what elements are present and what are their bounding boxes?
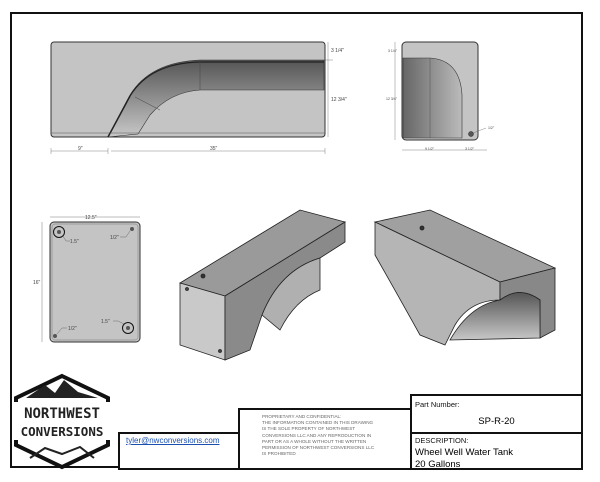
description-box: DESCRIPTION: Wheel Well Water Tank 20 Ga… xyxy=(410,432,583,470)
contact-box: tyler@nwconversions.com xyxy=(118,432,240,470)
isometric-view-right xyxy=(373,209,557,346)
dim-front-main-width: 35" xyxy=(210,146,218,152)
dim-plan-port-tr: 1/2" xyxy=(110,235,119,241)
front-view-dimensions xyxy=(50,42,333,154)
dim-plan-port-br: 1.5" xyxy=(101,319,110,325)
isometric-view-left xyxy=(179,209,347,361)
proprietary-notice: PROPRIETARY AND CONFIDENTIAL: THE INFORM… xyxy=(262,414,375,457)
description-line-1: Wheel Well Water Tank xyxy=(415,447,514,458)
dim-plan-height: 16" xyxy=(33,280,41,286)
dim-plan-port-tl: 1.5" xyxy=(70,239,79,245)
plan-view xyxy=(41,216,141,343)
dim-side-top: 3 1/4" xyxy=(388,49,398,53)
logo-text-line1: NORTHWEST xyxy=(24,406,100,422)
side-view xyxy=(401,41,487,141)
side-view-dimensions xyxy=(394,42,487,151)
dim-plan-port-bl: 1/2" xyxy=(68,326,77,332)
dim-side-left: 9 1/2" xyxy=(425,147,435,151)
front-view xyxy=(50,41,326,138)
description-line-2: 20 Gallons xyxy=(415,459,461,470)
proprietary-box: PROPRIETARY AND CONFIDENTIAL: THE INFORM… xyxy=(238,408,412,470)
email-link[interactable]: tyler@nwconversions.com xyxy=(126,436,220,445)
dim-side-main: 12 3/4" xyxy=(386,97,398,101)
dim-front-main: 12 3/4" xyxy=(331,97,347,103)
part-number-value: SP-R-20 xyxy=(478,416,515,427)
dim-plan-width: 12.5" xyxy=(85,215,97,221)
logo-text-line2: CONVERSIONS xyxy=(21,424,104,439)
company-logo: NORTHWEST CONVERSIONS xyxy=(12,373,112,470)
dim-side-right: 3 1/2" xyxy=(465,147,475,151)
dim-front-top: 3 1/4" xyxy=(331,48,344,54)
description-label: DESCRIPTION: xyxy=(415,436,469,445)
part-number-box: Part Number: SP-R-20 xyxy=(410,394,583,434)
part-number-label: Part Number: xyxy=(415,400,460,409)
dim-front-left: 9" xyxy=(78,146,83,152)
dim-side-port: 1/2" xyxy=(488,126,495,130)
